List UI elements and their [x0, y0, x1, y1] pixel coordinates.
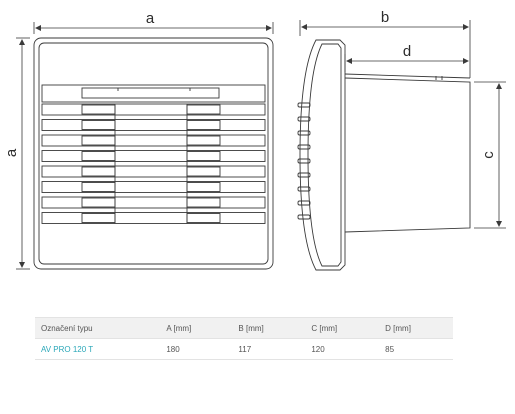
side-body	[344, 77, 471, 233]
front-grille-left	[81, 151, 116, 161]
side-tab	[297, 144, 311, 150]
dim-label-d: d	[403, 43, 411, 60]
cell-b: 117	[232, 338, 306, 360]
front-slat	[41, 165, 266, 178]
cell-model: AV PRO 120 T	[35, 338, 161, 360]
front-grille-right	[186, 104, 221, 115]
side-tab	[297, 102, 311, 108]
front-grille-left	[81, 166, 116, 177]
table-row: AV PRO 120 T 180 117 120 85	[35, 338, 453, 360]
side-tab	[297, 186, 311, 192]
front-grille-right	[186, 182, 221, 192]
dim-b	[299, 20, 471, 78]
dim-a-vertical	[16, 37, 30, 270]
side-tab	[297, 200, 311, 206]
front-slats	[41, 84, 266, 224]
front-grille-right	[186, 197, 221, 208]
front-grille-left	[81, 197, 116, 208]
cell-a: 180	[160, 338, 233, 360]
front-grille-left	[81, 135, 116, 146]
dim-d	[344, 54, 469, 72]
front-slat	[41, 150, 266, 162]
front-slat	[41, 103, 266, 116]
dim-label-c: c	[480, 151, 497, 159]
front-grille-left	[81, 104, 116, 115]
front-slat	[41, 134, 266, 147]
side-tab	[297, 172, 311, 178]
side-tab	[297, 130, 311, 136]
cell-c: 120	[305, 338, 380, 360]
col-header-a: A [mm]	[160, 317, 233, 339]
front-grille-right	[186, 135, 221, 146]
col-header-c: C [mm]	[305, 317, 380, 339]
side-tab	[297, 214, 311, 220]
cell-d: 85	[379, 338, 453, 360]
side-tabs	[297, 102, 311, 220]
front-slat	[41, 119, 266, 131]
front-grille-right	[186, 213, 221, 223]
dim-label-a-vertical: a	[3, 148, 20, 157]
front-slat	[41, 196, 266, 209]
spec-table: Označení typu A [mm] B [mm] C [mm] D [mm…	[35, 317, 453, 360]
spec-table-header-row: Označení typu A [mm] B [mm] C [mm] D [mm…	[35, 317, 453, 339]
front-top-bar	[41, 84, 266, 103]
dim-c	[474, 81, 506, 229]
dim-label-b: b	[381, 9, 389, 26]
front-grille-right	[186, 166, 221, 177]
side-tab	[297, 116, 311, 122]
col-header-b: B [mm]	[232, 317, 306, 339]
dim-a-horizontal	[33, 22, 274, 34]
side-cover-inner	[307, 43, 342, 267]
front-top-inner-bar	[81, 87, 220, 99]
front-grille-right	[186, 120, 221, 130]
technical-drawing: a a b d c	[3, 9, 506, 271]
side-body-top-edge	[344, 73, 471, 79]
front-slat	[41, 181, 266, 193]
side-tab	[297, 158, 311, 164]
front-grille-right	[186, 151, 221, 161]
col-header-type: Označení typu	[35, 317, 161, 339]
front-outer-frame	[33, 37, 274, 270]
front-view	[33, 37, 274, 270]
side-cover-profile	[299, 39, 346, 271]
col-header-d: D [mm]	[379, 317, 453, 339]
side-view	[297, 39, 471, 271]
dim-label-a-horizontal: a	[146, 10, 155, 27]
front-grille-left	[81, 182, 116, 192]
front-slat	[41, 212, 266, 224]
front-grille-left	[81, 120, 116, 130]
front-inner-frame	[38, 42, 269, 265]
front-grille-left	[81, 213, 116, 223]
